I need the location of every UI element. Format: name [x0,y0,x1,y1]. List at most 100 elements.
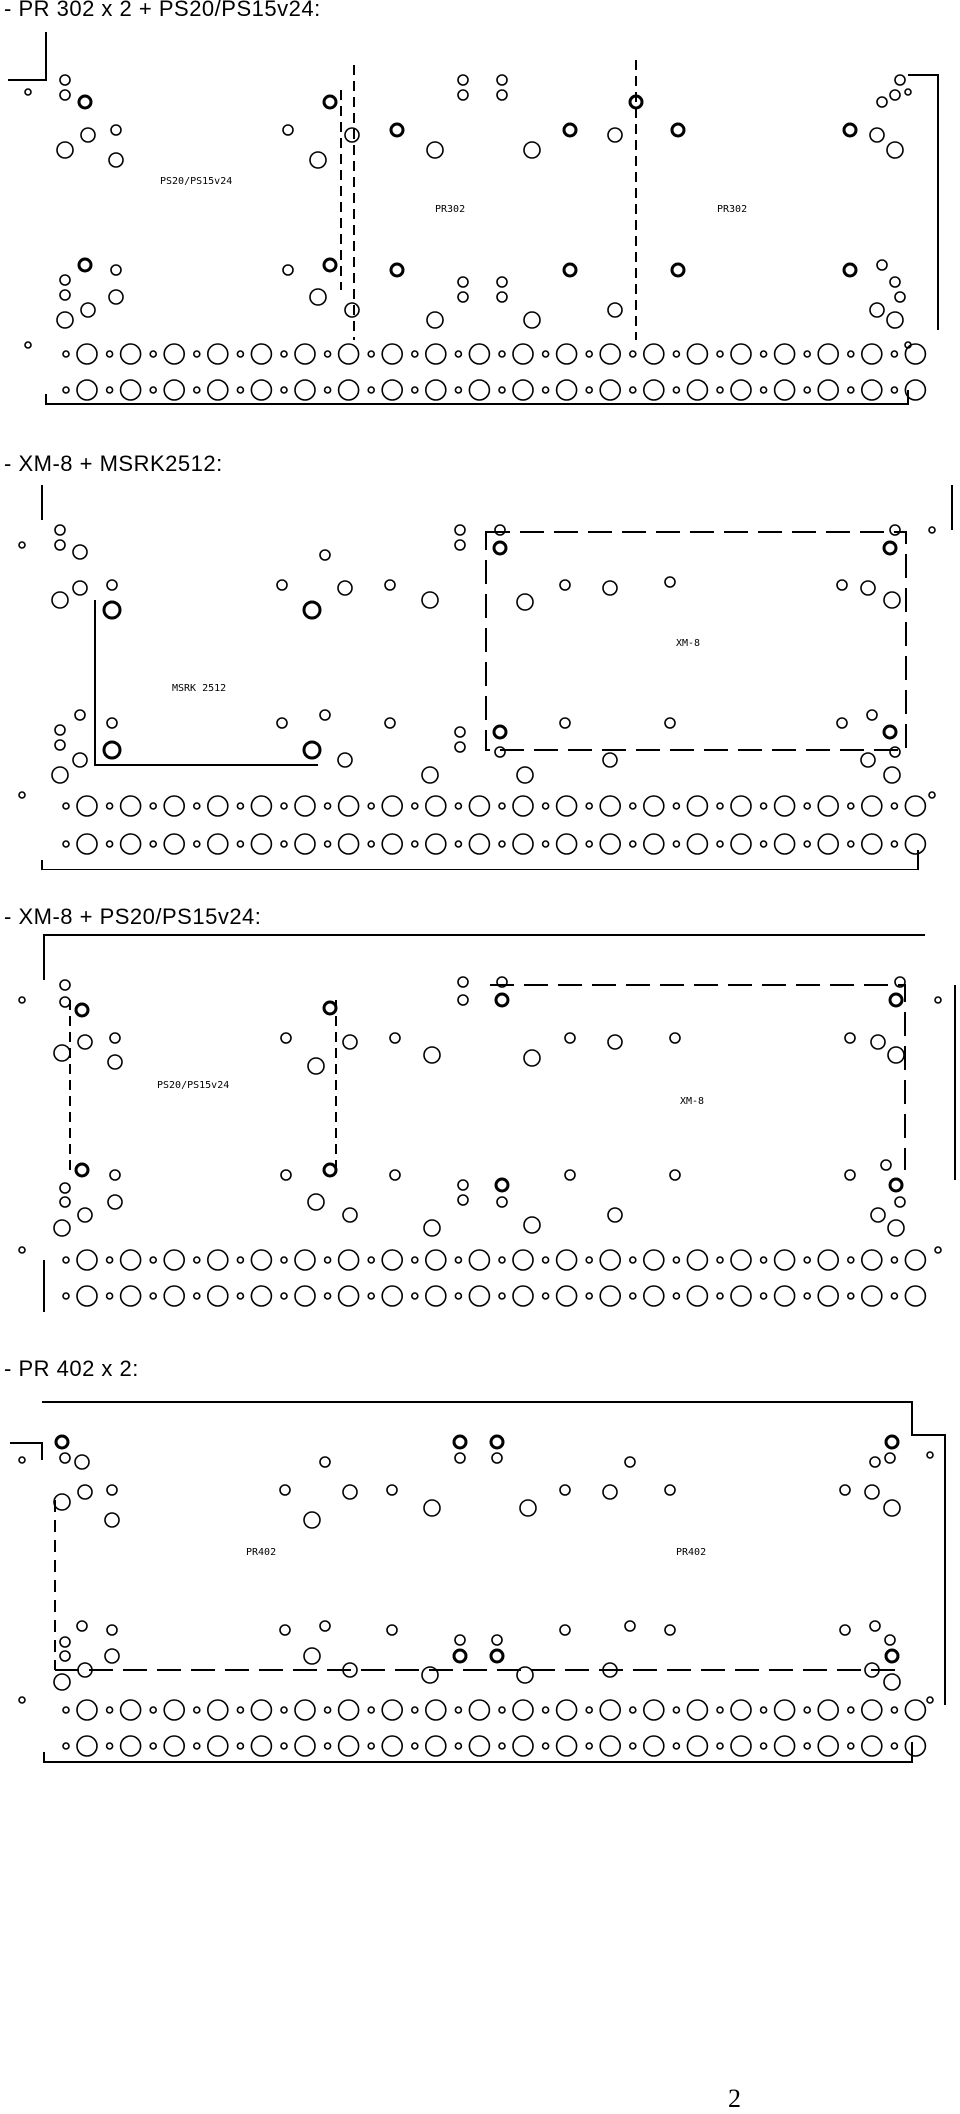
pin-hole [759,1742,768,1750]
pin-hole [410,350,419,358]
pin-pad [294,1735,316,1757]
pin-pad [512,795,534,817]
pin-pad [599,343,622,365]
pin-hole [585,802,594,810]
pin-hole [803,386,812,394]
pin-pad [817,833,840,855]
module-label: PR302 [435,204,465,215]
pin-pad [904,1285,927,1307]
pin-pad [163,1699,185,1721]
pin-pad [904,379,927,401]
pin-hole [193,802,201,810]
module-boundary-solid [94,600,318,766]
pin-hole [890,1706,899,1714]
section-3-heading: - XM-8 + PS20/PS15v24: [4,904,262,929]
pin-hole [716,840,724,848]
pin-hole [193,386,201,394]
pin-pad [599,1249,622,1271]
pin-pad [424,795,447,817]
pin-hole [62,1292,70,1300]
pin-hole [672,1292,681,1300]
pin-pad [381,1249,404,1271]
pin-hole [585,840,594,848]
pin-hole [498,1292,506,1300]
pin-hole [280,1706,288,1714]
pin-hole [628,1706,637,1714]
pin-hole [498,802,506,810]
pin-pad [686,1735,709,1757]
pin-pad [512,379,534,401]
pin-hole [890,1742,899,1750]
pin-pad [468,1285,491,1307]
pin-hole [803,1292,812,1300]
pin-hole [454,350,463,358]
pin-pad [904,833,927,855]
pin-pad [119,1735,142,1757]
connector-row [62,795,927,817]
pin-hole [367,1292,376,1300]
pin-pad [904,1699,927,1721]
pin-pad [730,1249,752,1271]
pin-hole [846,350,855,358]
pin-pad [860,1735,883,1757]
pin-pad [642,343,665,365]
pin-hole [890,840,899,848]
section-3-drawing: PS20/PS15v24 XM-8 [18,934,956,1312]
pin-pad [555,1735,578,1757]
pin-pad [337,343,360,365]
pin-pad [163,833,185,855]
pin-hole [890,1256,899,1264]
pin-hole [672,1706,681,1714]
connector-row [62,1699,927,1721]
module-label: XM-8 [680,1096,704,1107]
pin-pad [555,1249,578,1271]
pin-hole [716,1292,724,1300]
pin-pad [76,833,98,855]
pin-hole [803,1706,812,1714]
frame-line [43,1742,913,1763]
pin-pad [250,343,273,365]
pin-pad [686,1285,709,1307]
pin-hole [846,1256,855,1264]
connector-row [62,1735,927,1757]
pin-hole [672,386,681,394]
pin-pad [686,833,709,855]
pin-hole [498,1742,506,1750]
pin-hole [280,1256,288,1264]
pin-pad [381,795,404,817]
pin-pad [337,795,360,817]
pin-pad [381,343,404,365]
pin-hole [105,802,114,810]
pin-hole [367,350,376,358]
pin-pad [817,343,840,365]
pin-hole [890,802,899,810]
pin-hole [498,350,506,358]
pin-hole [716,350,724,358]
pin-pad [468,343,491,365]
pin-pad [599,379,622,401]
pin-pad [599,1699,622,1721]
pin-pad [730,1285,752,1307]
module-label: PS20/PS15v24 [157,1080,229,1091]
pin-pad [119,343,142,365]
pin-pad [512,1249,534,1271]
pin-pad [773,1249,796,1271]
pin-pad [512,343,534,365]
pin-hole [410,1706,419,1714]
pin-pad [424,1735,447,1757]
pin-pad [207,1735,229,1757]
pin-pad [773,1285,796,1307]
pin-pad [76,795,98,817]
pin-hole [454,1742,463,1750]
section-2-drawing: MSRK 2512 XM-8 [18,485,953,870]
pin-pad [686,343,709,365]
pin-hole [236,350,245,358]
pin-pad [468,1735,491,1757]
frame-line [43,934,925,980]
pin-hole [541,1256,550,1264]
pin-hole [367,1742,376,1750]
mounting-holes [18,976,942,1254]
pin-hole [280,1742,288,1750]
frame-line [8,32,47,81]
pin-hole [62,802,70,810]
